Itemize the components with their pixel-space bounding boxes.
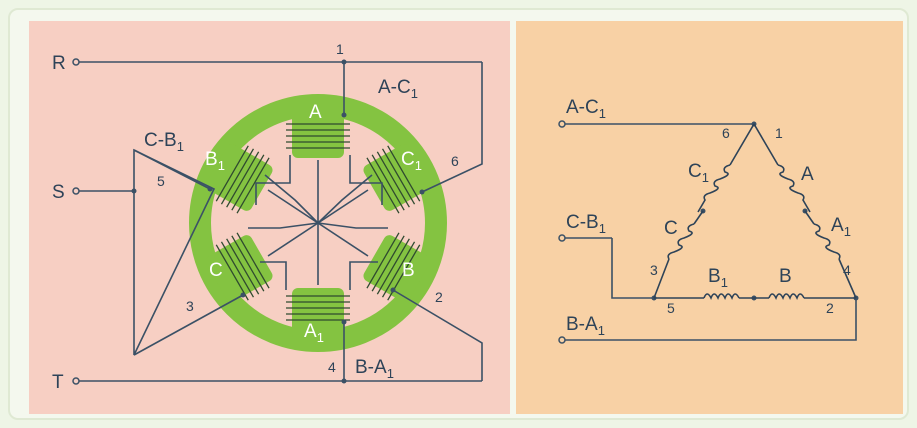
delta-schematic-panel <box>516 21 903 414</box>
external-wiring <box>72 58 483 385</box>
inductor-c <box>667 223 695 260</box>
coil-a-winding <box>286 123 350 149</box>
coil-c1-label: C1 <box>401 149 422 173</box>
delta-node-5-number: 5 <box>667 300 675 316</box>
delta-coil-c1-label: C1 <box>688 161 709 185</box>
delta-node-4-number: 4 <box>843 262 851 278</box>
delta-node-2-number: 2 <box>826 300 834 316</box>
delta-node-3-number: 3 <box>650 262 658 278</box>
delta-bottom-side <box>654 293 856 300</box>
delta-coil-a1-label: A1 <box>831 215 851 239</box>
phase-ac-label: A-C1 <box>378 77 418 101</box>
wire-5 <box>133 149 211 190</box>
coil-b1-winding <box>215 145 270 214</box>
coil-c1-winding <box>366 145 421 214</box>
delta-coil-c-label: C <box>664 218 678 239</box>
delta-right-side <box>753 123 857 299</box>
triangle-cb <box>133 148 216 356</box>
inductor-b <box>768 293 805 300</box>
delta-coil-a-label: A <box>801 164 814 185</box>
delta-node-6-number: 6 <box>722 125 730 141</box>
coil-a1-winding <box>286 295 350 321</box>
coil-c-winding <box>215 232 270 301</box>
phase-ba-label: B-A1 <box>355 357 394 381</box>
coil-a1-label: A1 <box>304 321 324 345</box>
terminal-4-number: 4 <box>328 359 336 375</box>
coil-c-label: C <box>209 260 223 281</box>
coil-windings <box>215 123 421 321</box>
delta-phase-cb-label: C-B1 <box>566 212 606 236</box>
terminal-1-number: 1 <box>336 41 344 57</box>
wire-2 <box>392 289 483 381</box>
inductor-a <box>777 164 811 213</box>
terminal-2-number: 2 <box>435 289 443 305</box>
delta-coil-b-label: B <box>779 266 792 287</box>
terminal-5-number: 5 <box>157 173 165 189</box>
delta-left-side <box>653 123 755 299</box>
line-ba <box>562 298 857 341</box>
phase-cb-label: C-B1 <box>144 130 184 154</box>
inductor-b1 <box>703 293 740 300</box>
terminal-3-number: 3 <box>186 298 194 314</box>
inductor-a1 <box>813 223 841 260</box>
coil-a-label: A <box>309 102 322 123</box>
inductor-c1 <box>697 164 731 213</box>
delta-node-1-number: 1 <box>775 125 783 141</box>
terminal-s-label: S <box>52 182 65 203</box>
terminal-r-label: R <box>52 53 66 74</box>
stator-ring <box>189 94 447 352</box>
wire-3 <box>133 294 244 356</box>
line-cb <box>611 238 654 299</box>
coil-b-label: B <box>402 260 415 281</box>
delta-phase-ac-label: A-C1 <box>566 97 606 121</box>
wire-6 <box>421 62 483 193</box>
coil-b1-label: B1 <box>205 149 225 173</box>
inner-connections <box>248 155 388 290</box>
terminal-6-number: 6 <box>451 153 459 169</box>
delta-coil-b1-label: B1 <box>708 266 728 290</box>
terminal-t-label: T <box>52 372 64 393</box>
delta-phase-ba-label: B-A1 <box>566 314 605 338</box>
